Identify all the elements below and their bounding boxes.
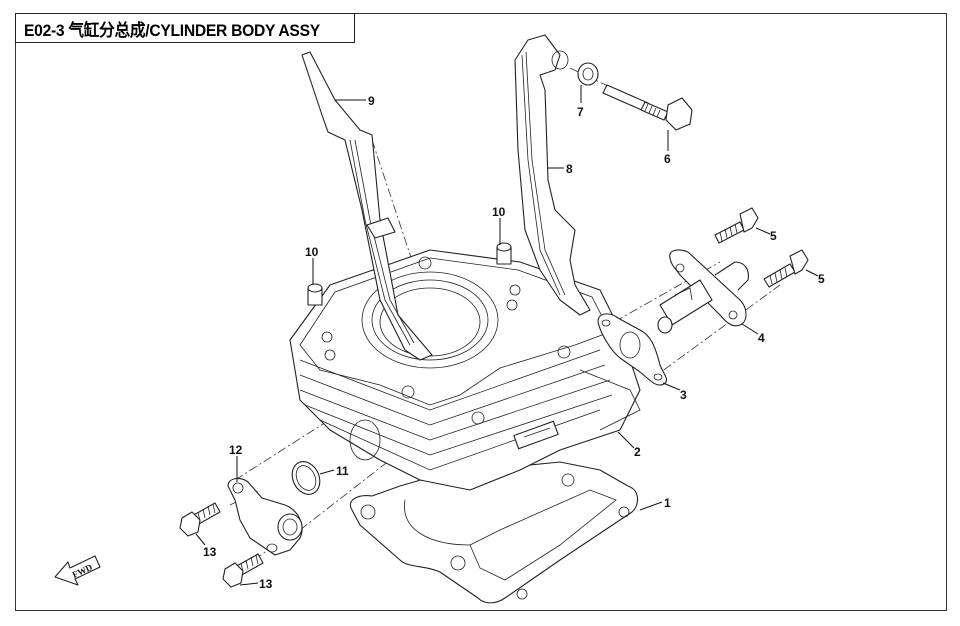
callout-numbers: 1 2 3 4 5 5 6 7 8 9 10 10 11 12 13 13: [203, 94, 825, 591]
callout-11[interactable]: 11: [336, 464, 349, 478]
callout-leaders: [195, 85, 819, 586]
logo-plate: [513, 420, 559, 450]
part-6-pivot-bolt[interactable]: [602, 84, 693, 131]
callout-13-upper[interactable]: 13: [203, 545, 217, 559]
callout-8[interactable]: 8: [566, 162, 573, 176]
diagram-title: E02-3 气缸分总成/CYLINDER BODY ASSY: [24, 20, 320, 40]
callout-2[interactable]: 2: [634, 445, 641, 459]
part-10-dowel-pin-left[interactable]: [307, 283, 323, 306]
part-10-dowel-pin-right[interactable]: [496, 242, 512, 265]
part-3-tensioner-gasket[interactable]: [597, 313, 668, 386]
callout-4[interactable]: 4: [758, 331, 765, 345]
part-5-tensioner-bolt-lower[interactable]: [763, 249, 809, 288]
part-1-base-gasket[interactable]: [350, 461, 639, 604]
part-9-chain-guide[interactable]: [301, 51, 433, 361]
callout-3[interactable]: 3: [680, 388, 687, 402]
title-box: E02-3 气缸分总成/CYLINDER BODY ASSY: [15, 13, 355, 43]
callout-7[interactable]: 7: [577, 105, 584, 119]
callout-9[interactable]: 9: [368, 94, 375, 108]
part-12-water-inlet-pipe[interactable]: [227, 477, 303, 556]
callout-13-lower[interactable]: 13: [259, 577, 273, 591]
part-7-washer[interactable]: [577, 62, 599, 86]
part-13-flange-bolt-upper[interactable]: [179, 502, 221, 537]
callout-5-lower[interactable]: 5: [818, 272, 825, 286]
callout-10-left[interactable]: 10: [305, 245, 319, 259]
callout-10-right[interactable]: 10: [492, 205, 506, 219]
part-8-tensioner-guide[interactable]: [514, 34, 591, 316]
part-4-chain-tensioner[interactable]: [657, 249, 749, 334]
forward-direction-arrow: FWD: [54, 555, 101, 586]
part-5-tensioner-bolt-upper[interactable]: [714, 207, 759, 244]
part-13-flange-bolt-lower[interactable]: [222, 553, 264, 588]
part-11-o-ring[interactable]: [287, 457, 325, 499]
fwd-label: FWD: [71, 562, 95, 580]
callout-5-upper[interactable]: 5: [770, 229, 777, 243]
callout-6[interactable]: 6: [664, 152, 671, 166]
callout-1[interactable]: 1: [664, 496, 671, 510]
callout-12[interactable]: 12: [229, 443, 243, 457]
part-2-cylinder-body[interactable]: [289, 249, 641, 491]
